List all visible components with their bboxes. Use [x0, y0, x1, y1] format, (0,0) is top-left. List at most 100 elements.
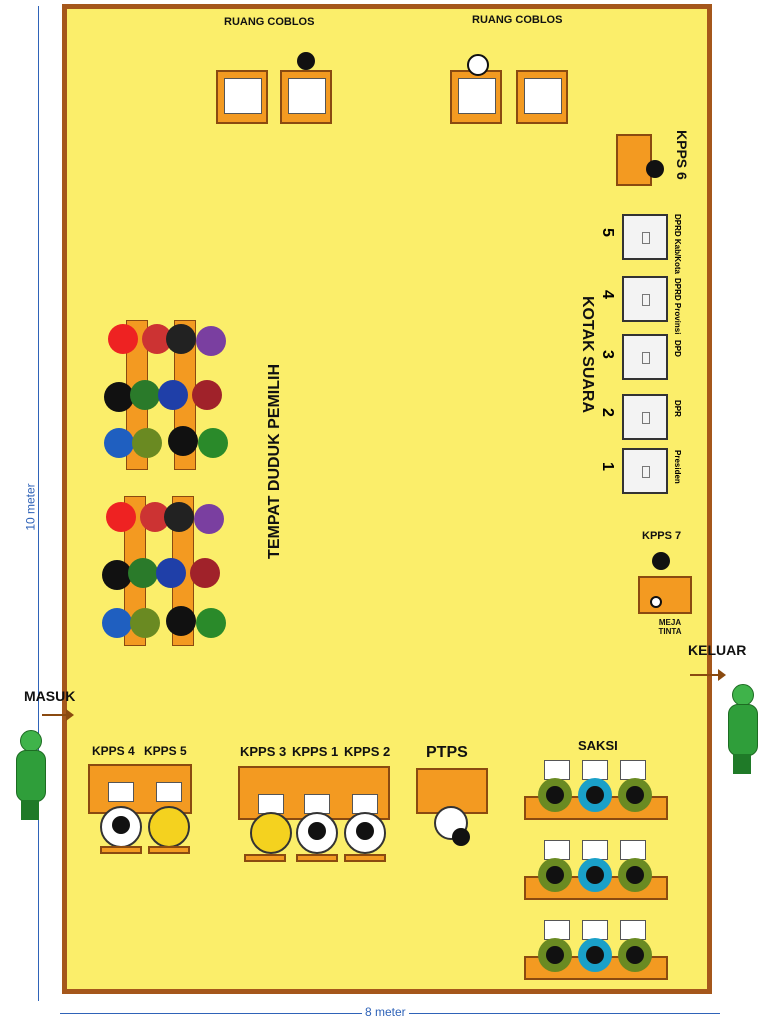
witness-head-icon — [546, 866, 564, 884]
seated-voter-icon — [168, 426, 198, 456]
ballot-box-3-tag: DPD — [673, 340, 682, 357]
seated-voter-icon — [130, 380, 160, 410]
seated-voter-icon — [106, 502, 136, 532]
seated-voter-icon — [102, 608, 132, 638]
ballot-box-2 — [622, 394, 668, 440]
exit-label: KELUAR — [688, 642, 747, 658]
kpps2-officer-head-icon — [356, 822, 374, 840]
seated-voter-icon — [166, 324, 196, 354]
voting-booth — [216, 70, 268, 124]
seated-voter-icon — [164, 502, 194, 532]
kpps2-label: KPPS 2 — [344, 744, 391, 759]
seated-voter-icon — [194, 504, 224, 534]
seated-voter-icon — [104, 382, 134, 412]
witness-head-icon — [626, 786, 644, 804]
ink-table-label: MEJA TINTA — [658, 618, 682, 636]
voter-seating-label: TEMPAT DUDUK PEMILIH — [266, 364, 283, 559]
document-icon — [582, 760, 608, 780]
seated-voter-icon — [166, 606, 196, 636]
witness-head-icon — [586, 786, 604, 804]
guard-icon — [14, 730, 46, 822]
ink-table — [638, 576, 692, 614]
kpps5-officer-icon — [148, 806, 190, 848]
voter-icon — [297, 52, 315, 70]
ink-pot-icon — [650, 596, 662, 608]
kpps1-label: KPPS 1 — [292, 744, 339, 759]
chair-icon — [296, 854, 338, 862]
witness-label: SAKSI — [578, 738, 618, 753]
kpps6-officer-icon — [646, 160, 664, 178]
witness-head-icon — [546, 786, 564, 804]
kpps7-label: KPPS 7 — [642, 530, 682, 542]
ballot-box-4-tag: DPRD Provinsi — [673, 278, 682, 335]
seated-voter-icon — [190, 558, 220, 588]
kpps5-label: KPPS 5 — [144, 744, 187, 758]
document-icon — [304, 794, 330, 814]
ballot-box-4 — [622, 276, 668, 322]
ballot-box-5 — [622, 214, 668, 260]
chair-icon — [148, 846, 190, 854]
document-icon — [620, 840, 646, 860]
guard-icon — [726, 684, 758, 776]
ballot-box-2-tag: DPR — [673, 400, 682, 417]
seated-voter-icon — [196, 326, 226, 356]
ballot-box-3-number: 3 — [599, 350, 616, 359]
height-dimension-line — [38, 6, 39, 1001]
voting-booth — [280, 70, 332, 124]
ballot-box-5-tag: DPRD Kab/Kota — [673, 214, 682, 275]
entrance-label: MASUK — [24, 688, 76, 704]
witness-head-icon — [546, 946, 564, 964]
witness-head-icon — [586, 866, 604, 884]
kpps1-officer-head-icon — [308, 822, 326, 840]
entrance-arrow-icon — [42, 709, 74, 721]
witness-head-icon — [586, 946, 604, 964]
seated-voter-icon — [196, 608, 226, 638]
witness-head-icon — [626, 946, 644, 964]
exit-arrow-icon — [690, 669, 726, 681]
seated-voter-icon — [108, 324, 138, 354]
ballot-box-2-number: 2 — [599, 408, 616, 417]
document-icon — [352, 794, 378, 814]
voting-booth-left-label: RUANG COBLOS — [224, 16, 315, 28]
kpps4-label: KPPS 4 — [92, 744, 135, 758]
document-icon — [544, 920, 570, 940]
voting-booth — [516, 70, 568, 124]
voting-booth-right-label: RUANG COBLOS — [472, 14, 563, 26]
chair-icon — [244, 854, 286, 862]
document-icon — [544, 760, 570, 780]
kpps7-officer-icon — [652, 552, 670, 570]
chair-icon — [100, 846, 142, 854]
seated-voter-icon — [128, 558, 158, 588]
chair-icon — [344, 854, 386, 862]
kpps3-officer-icon — [250, 812, 292, 854]
ballot-box-5-number: 5 — [599, 228, 616, 237]
seated-voter-icon — [156, 558, 186, 588]
ballot-box-1-tag: Presiden — [673, 450, 682, 484]
witness-head-icon — [626, 866, 644, 884]
ptps-officer-head-icon — [452, 828, 470, 846]
ballot-box-1-number: 1 — [599, 462, 616, 471]
seated-voter-icon — [130, 608, 160, 638]
kpps6-table — [616, 134, 652, 186]
seated-voter-icon — [192, 380, 222, 410]
document-icon — [582, 840, 608, 860]
document-icon — [620, 920, 646, 940]
document-icon — [620, 760, 646, 780]
ballot-box-3 — [622, 334, 668, 380]
seated-voter-icon — [132, 428, 162, 458]
document-icon — [544, 840, 570, 860]
voter-icon — [467, 54, 489, 76]
kpps6-label: KPPS 6 — [674, 130, 690, 180]
height-dimension-label: 10 meter — [23, 480, 38, 534]
kpps3-label: KPPS 3 — [240, 744, 287, 759]
ballot-box-4-number: 4 — [599, 290, 616, 299]
document-icon — [258, 794, 284, 814]
width-dimension-label: 8 meter — [362, 1005, 409, 1019]
document-icon — [108, 782, 134, 802]
document-icon — [156, 782, 182, 802]
ptps-label: PTPS — [426, 744, 468, 761]
document-icon — [582, 920, 608, 940]
seated-voter-icon — [102, 560, 132, 590]
voting-booth — [450, 70, 502, 124]
seated-voter-icon — [198, 428, 228, 458]
